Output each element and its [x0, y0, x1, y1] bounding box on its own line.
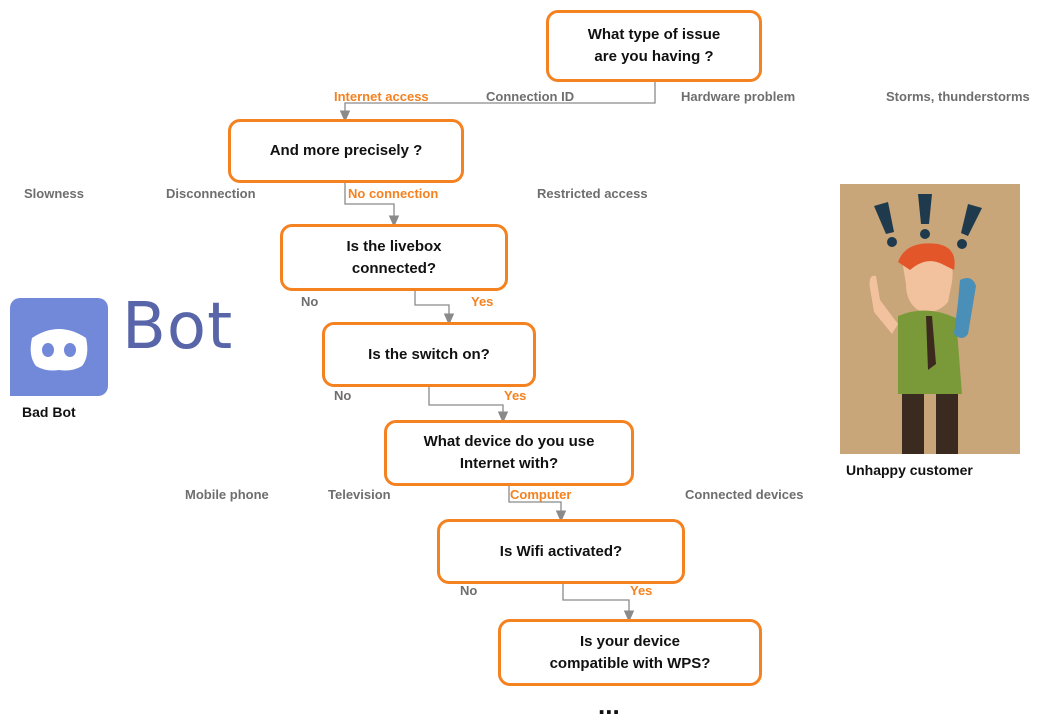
option-internet-access: Internet access — [334, 89, 429, 104]
connector-q5-q6 — [508, 486, 567, 523]
bot-logo-text: Bot — [122, 290, 234, 364]
option-livebox-yes: Yes — [471, 294, 494, 309]
option-mobile-phone: Mobile phone — [185, 487, 269, 502]
unhappy-customer-caption: Unhappy customer — [846, 462, 973, 478]
option-no-connection: No connection — [348, 186, 439, 201]
option-connection-id: Connection ID — [486, 89, 575, 104]
option-switch-no: No — [334, 388, 352, 403]
option-television: Television — [328, 487, 391, 502]
bad-bot-caption: Bad Bot — [22, 404, 76, 420]
option-restricted-access: Restricted access — [537, 186, 648, 201]
connector-q6-q7 — [562, 584, 635, 623]
option-storms: Storms, thunderstorms — [886, 89, 1030, 104]
unhappy-customer-illustration — [840, 184, 1020, 454]
option-connected-devices: Connected devices — [685, 487, 804, 502]
discord-logo-icon — [10, 298, 108, 396]
node-wps-compatible: Is your device compatible with WPS? — [498, 619, 762, 686]
option-switch-yes: Yes — [504, 388, 527, 403]
connector-q1-q2 — [339, 80, 656, 123]
option-slowness: Slowness — [24, 186, 84, 201]
node-more-precisely: And more precisely ? — [228, 119, 464, 183]
node-device-used: What device do you use Internet with? — [384, 420, 634, 486]
continuation-ellipsis: ... — [598, 690, 620, 720]
option-disconnection: Disconnection — [166, 186, 256, 201]
option-hardware-problem: Hardware problem — [681, 89, 796, 104]
option-computer: Computer — [510, 487, 572, 502]
connector-q2-q3 — [344, 183, 400, 228]
option-livebox-no: No — [301, 294, 319, 309]
node-issue-type: What type of issue are you having ? — [546, 10, 762, 82]
connector-q4-q5 — [428, 387, 509, 424]
option-wifi-no: No — [460, 583, 478, 598]
connector-q3-q4 — [414, 291, 455, 326]
node-switch-on: Is the switch on? — [322, 322, 536, 387]
node-livebox-connected: Is the livebox connected? — [280, 224, 508, 291]
node-wifi-activated: Is Wifi activated? — [437, 519, 685, 584]
option-wifi-yes: Yes — [630, 583, 653, 598]
